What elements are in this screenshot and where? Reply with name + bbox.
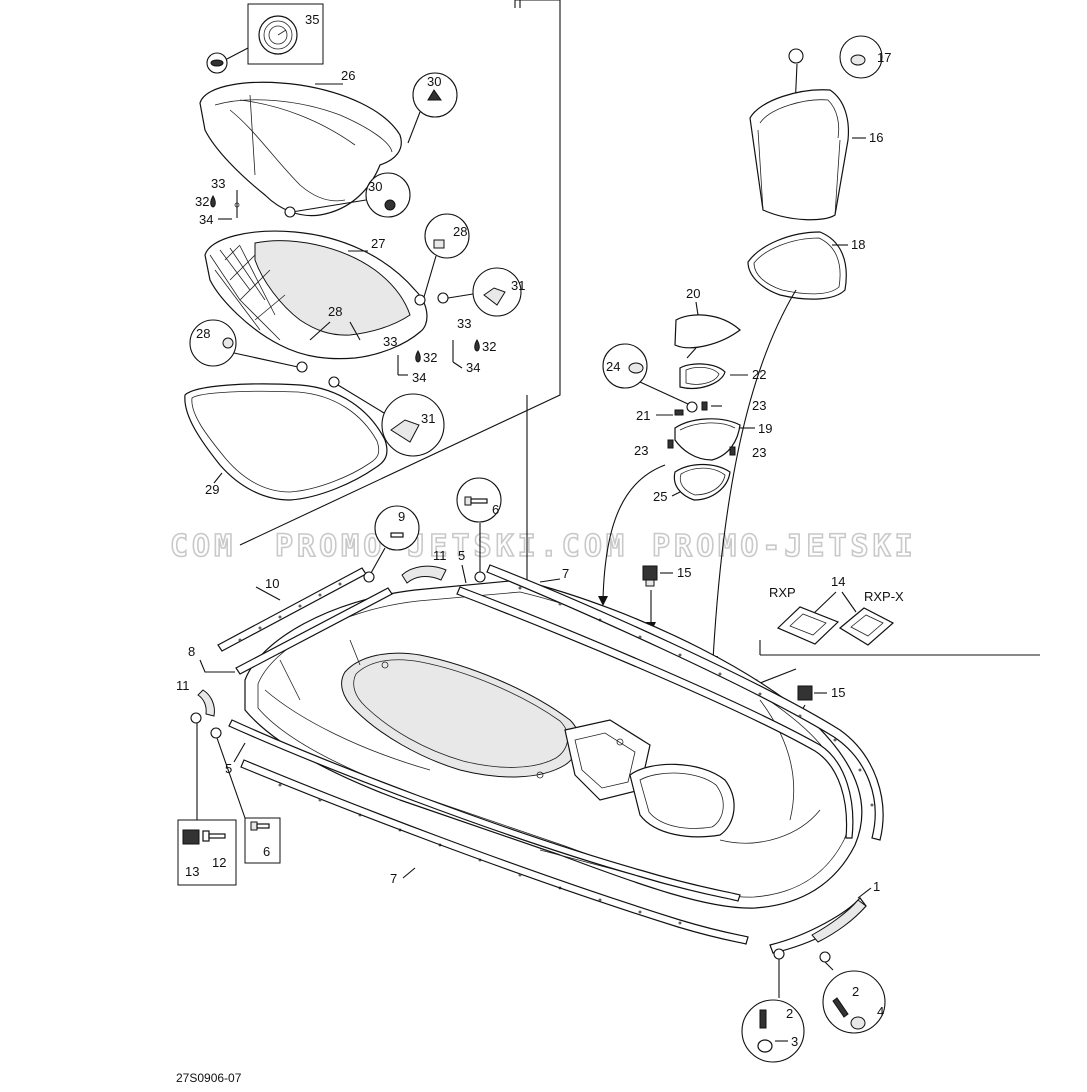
label-7a: 7 xyxy=(562,566,569,581)
callout-9 xyxy=(374,505,420,551)
label-17: 17 xyxy=(877,50,891,65)
screw-set-left: 33 32 34 xyxy=(195,176,240,227)
cover-plate-group: 14 RXP RXP-X xyxy=(759,574,1040,656)
label-9: 9 xyxy=(398,509,405,524)
label-22: 22 xyxy=(752,367,766,382)
label-33c: 33 xyxy=(457,316,471,331)
label-26: 26 xyxy=(341,68,355,83)
label-27: 27 xyxy=(371,236,385,251)
watermark: COM PROMO-JETSKI.COM PROMO-JETSKI xyxy=(169,528,917,565)
label-2b: 2 xyxy=(852,984,859,999)
label-30a: 30 xyxy=(427,74,441,89)
label-31a: 31 xyxy=(511,278,525,293)
glove-box-group: 20 22 24 23 21 19 23 23 25 xyxy=(602,286,772,504)
lower-left-fasteners: 12 13 6 xyxy=(177,723,281,886)
label-10: 10 xyxy=(265,576,279,591)
label-21: 21 xyxy=(636,408,650,423)
label-15b: 15 xyxy=(831,685,845,700)
gauge-assembly: 35 xyxy=(206,3,324,74)
label-18: 18 xyxy=(851,237,865,252)
label-28b: 28 xyxy=(453,224,467,239)
label-28a: 28 xyxy=(328,304,342,319)
label-33b: 33 xyxy=(383,334,397,349)
watermark-right: PROMO-JETSKI xyxy=(652,529,917,564)
label-3: 3 xyxy=(791,1034,798,1049)
label-30b: 30 xyxy=(368,179,382,194)
callout-24 xyxy=(602,343,648,389)
label-29: 29 xyxy=(205,482,219,497)
screw-set-middle: 33 32 34 33 32 34 xyxy=(383,316,496,385)
label-19: 19 xyxy=(758,421,772,436)
label-1: 1 xyxy=(873,879,880,894)
callout-30b xyxy=(365,172,411,218)
hull-fastener-callouts: 6 9 11 11 xyxy=(176,477,502,739)
label-2a: 2 xyxy=(786,1006,793,1021)
label-7b: 7 xyxy=(390,871,397,886)
watermark-middle: PROMO-JETSKI.COM xyxy=(275,529,628,564)
seat-base-part-27: 27 28 xyxy=(204,230,428,360)
label-14: 14 xyxy=(831,574,845,589)
storage-bin-group: 17 16 18 xyxy=(747,35,891,300)
label-5a: 5 xyxy=(458,548,465,563)
label-32b: 32 xyxy=(423,350,437,365)
watermark-left: COM xyxy=(170,529,236,564)
label-23c: 23 xyxy=(752,445,766,460)
label-6b: 6 xyxy=(263,844,270,859)
label-24: 24 xyxy=(606,359,620,374)
label-13: 13 xyxy=(185,864,199,879)
label-34c: 34 xyxy=(466,360,480,375)
label-11a: 11 xyxy=(433,548,447,563)
label-28c: 28 xyxy=(196,326,210,341)
callout-2a-3 xyxy=(741,999,805,1063)
label-32a: 32 xyxy=(195,194,209,209)
label-20: 20 xyxy=(686,286,700,301)
callout-2b-4 xyxy=(822,970,886,1034)
seat-trim-part-29: 29 31 xyxy=(184,376,445,501)
label-5b: 5 xyxy=(225,761,232,776)
label-31b: 31 xyxy=(421,411,435,426)
label-11b: 11 xyxy=(176,678,190,693)
label-33a: 33 xyxy=(211,176,225,191)
label-variant-rxp: RXP xyxy=(769,585,796,600)
label-23b: 23 xyxy=(634,443,648,458)
label-34a: 34 xyxy=(199,212,213,227)
drain-plug-group: 15 15 xyxy=(642,565,845,701)
bow-fastener-callouts: 2 3 2 4 xyxy=(741,948,886,1063)
drawing-code: 27S0906-07 xyxy=(176,1071,242,1085)
seat-part-26: 26 30 30 xyxy=(199,68,458,218)
label-6a: 6 xyxy=(492,502,499,517)
label-variant-rxpx: RXP-X xyxy=(864,589,904,604)
rails: 10 8 7 5 5 7 1 xyxy=(188,548,884,954)
label-34b: 34 xyxy=(412,370,426,385)
label-8: 8 xyxy=(188,644,195,659)
label-12: 12 xyxy=(212,855,226,870)
label-16: 16 xyxy=(869,130,883,145)
label-23a: 23 xyxy=(752,398,766,413)
label-4: 4 xyxy=(877,1004,884,1019)
callout-28c xyxy=(189,319,237,367)
rivet-dots xyxy=(238,582,874,925)
seat-base-callouts: 28 31 28 xyxy=(189,213,525,373)
label-15a: 15 xyxy=(677,565,691,580)
label-32c: 32 xyxy=(482,339,496,354)
label-35: 35 xyxy=(305,12,319,27)
label-25: 25 xyxy=(653,489,667,504)
